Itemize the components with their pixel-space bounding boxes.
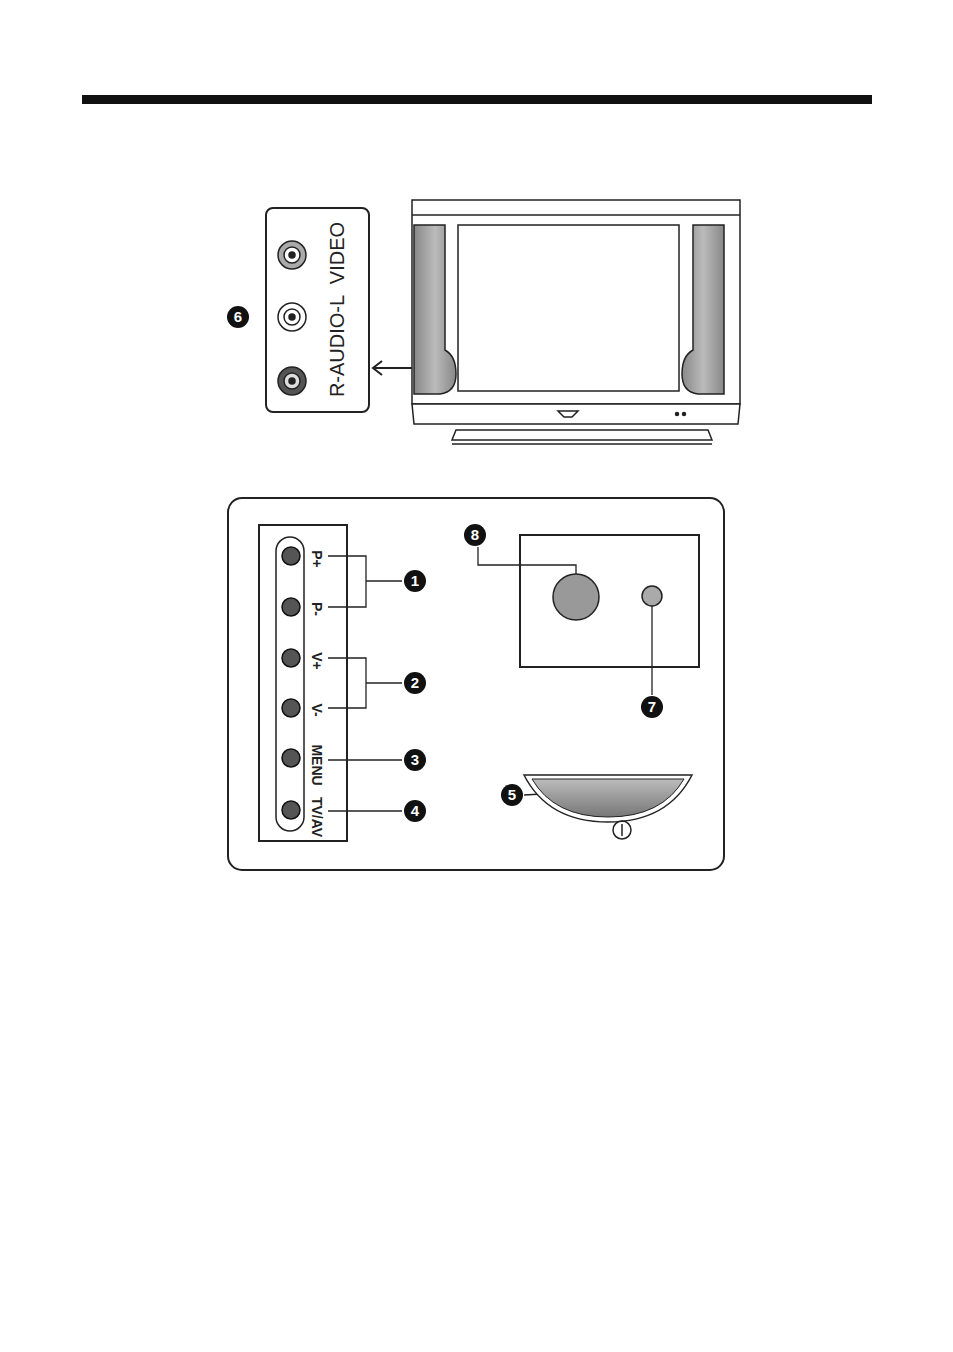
button-label: P+ <box>310 550 324 568</box>
callout-number: 5 <box>501 784 523 806</box>
callout-number: 8 <box>464 524 486 546</box>
power-symbol <box>613 821 631 839</box>
tv-illustration <box>412 200 740 444</box>
power-button-rim <box>524 775 692 822</box>
sensor-window <box>520 535 699 667</box>
button-label: TV/AV <box>310 797 324 837</box>
buttons <box>282 547 300 819</box>
button-panel: P+ P- V+ V- MENU TV/AV <box>258 524 348 842</box>
power-button <box>532 779 684 817</box>
pointer-arrow <box>373 361 412 375</box>
header-bar <box>82 95 872 104</box>
button-strip <box>276 537 304 831</box>
av-jacks <box>278 241 306 395</box>
leader-lines <box>328 547 652 811</box>
callout-number: 4 <box>404 800 426 822</box>
callout-number: 3 <box>404 749 426 771</box>
button-label: V- <box>310 703 324 716</box>
callout-number: 1 <box>404 570 426 592</box>
button-label: P- <box>310 602 324 616</box>
callout-number: 6 <box>227 306 249 328</box>
callout-number: 7 <box>641 696 663 718</box>
indicator-led <box>642 586 662 606</box>
button-label: MENU <box>310 744 324 785</box>
jack-label: VIDEO <box>327 222 347 284</box>
jack-label: R-AUDIO-L <box>327 295 347 397</box>
av-input-panel: R-AUDIO-L VIDEO <box>265 207 370 413</box>
callout-number: 2 <box>404 672 426 694</box>
button-label: V+ <box>310 652 324 670</box>
panel-outline <box>228 498 724 870</box>
remote-sensor <box>553 574 599 620</box>
